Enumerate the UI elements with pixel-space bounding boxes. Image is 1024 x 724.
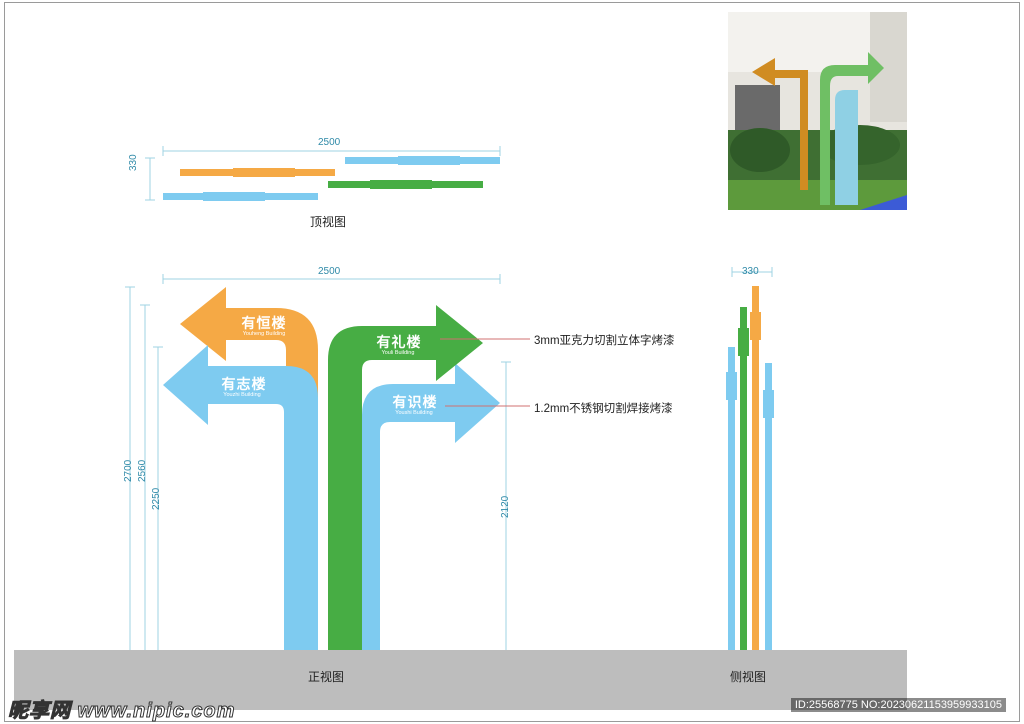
- top-view-plan: [163, 156, 500, 201]
- sign-green: [328, 305, 483, 650]
- side-view-depth-label: 330: [742, 266, 759, 277]
- sign-green-subtitle: Youli Building: [381, 350, 415, 356]
- sign-blue-left: [163, 345, 318, 650]
- sign-blue-right-subtitle: Youshi Building: [395, 410, 433, 416]
- side-view-depth-dimension: [731, 267, 773, 277]
- height-label-2560: 2560: [137, 459, 148, 482]
- front-view-width-label: 2500: [318, 266, 341, 277]
- sign-orange-title: 有恒楼: [241, 315, 287, 331]
- side-post-orange: [752, 286, 759, 650]
- side-post-blue-right: [765, 363, 772, 650]
- render-photo: [728, 12, 907, 210]
- site-watermark: 昵享网 www.nipic.com: [7, 700, 236, 723]
- side-view-caption: 侧视图: [730, 670, 767, 684]
- sign-green-title: 有礼楼: [376, 334, 422, 350]
- height-label-2250: 2250: [151, 487, 162, 510]
- top-view-depth-dimension: [145, 157, 155, 201]
- sign-blue-left-subtitle: Youzhi Building: [223, 392, 261, 398]
- top-view-caption: 顶视图: [310, 215, 347, 229]
- sign-orange-subtitle: Youheng Building: [242, 331, 286, 337]
- sign-blue-right-title: 有识楼: [392, 394, 438, 410]
- top-view-depth-label: 330: [128, 154, 139, 171]
- front-view-caption: 正视图: [308, 670, 345, 684]
- top-view-width-dimension: [162, 146, 501, 156]
- height-label-2700: 2700: [123, 459, 134, 482]
- side-post-blue-left: [728, 347, 735, 650]
- top-view-width-label: 2500: [318, 137, 341, 148]
- front-view-width-dimension: [162, 274, 501, 284]
- sign-blue-right: [362, 363, 500, 650]
- acrylic-annotation: 3mm亚克力切割立体字烤漆: [534, 335, 675, 347]
- height-label-2120: 2120: [500, 495, 511, 518]
- ground-slab: [14, 650, 907, 710]
- side-post-green: [740, 307, 747, 650]
- sign-blue-left-title: 有志楼: [221, 376, 267, 392]
- front-view-height-dimensions: [125, 286, 511, 650]
- drawing-frame: [4, 2, 1020, 722]
- steel-annotation: 1.2mm不锈钢切割焊接烤漆: [534, 403, 673, 415]
- image-id-watermark: ID:25568775 NO:20230621153959933105: [790, 698, 1006, 712]
- side-view-posts: [726, 286, 774, 650]
